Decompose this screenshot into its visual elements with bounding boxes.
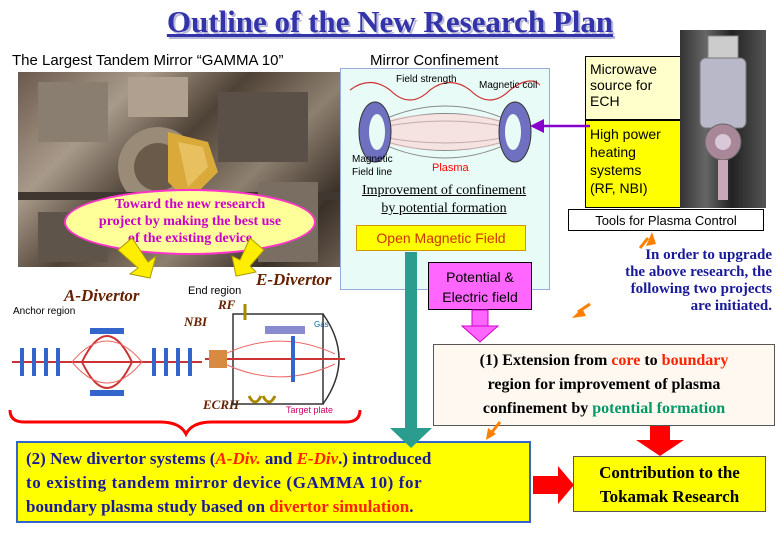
heating-line-1: High power [590,126,661,142]
project1-line-3: confinement by potential formation [442,397,766,421]
ech-source-photo [680,30,766,208]
anchor-region-label: Anchor region [13,306,76,317]
heating-box: High power heating systems (RF, NBI) [585,120,691,208]
toward-line-3: of the existing device [127,231,253,246]
project2-line3-pre: boundary plasma study based on [26,497,270,516]
project2-e-div: E-Div [296,449,339,468]
improvement-line-2: by potential formation [381,201,507,216]
project2-box: (2) New divertor systems (A-Div. and E-D… [16,441,531,523]
potential-box: Potential & Electric field [428,262,532,310]
contribution-line-1: Contribution to the [599,463,740,482]
upgrade-line-3: following two projects [630,281,772,297]
toward-text: Toward the new research project by makin… [64,196,316,247]
mirror-field-lines-icon [349,80,541,163]
gamma10-caption: The Largest Tandem Mirror “GAMMA 10” [12,52,284,69]
microwave-line-2: source for [590,77,653,93]
rf-label: RF [218,297,236,312]
project1-line-1: (1) Extension from core to boundary [442,349,766,373]
toward-line-1: Toward the new research [114,197,266,212]
open-field-box: Open Magnetic Field [356,225,526,251]
project1-to: to [640,352,662,369]
label-field-strength: Field strength [396,74,457,85]
upgrade-text: In order to upgrade the above research, … [572,247,772,315]
red-down-arrow [636,426,684,456]
a-divertor-schematic [12,328,202,396]
a-divertor-label: A-Divertor [64,286,140,305]
potential-line-2: Electric field [442,289,518,305]
label-plasma: Plasma [432,162,469,174]
project1-potential-formation: potential formation [592,400,726,417]
orange-arrow-left [572,302,591,318]
heating-line-2: heating [590,144,636,160]
project2-and: and [260,449,297,468]
microwave-box: Microwave source for ECH [585,56,691,120]
heating-line-3: systems [590,162,642,178]
upgrade-line-2: the above research, the [625,264,772,280]
project1-line-2: region for improvement of plasma [487,376,721,393]
red-right-arrow [533,466,574,504]
mirror-caption: Mirror Confinement [370,52,499,69]
upgrade-line-1: In order to upgrade [645,247,772,263]
project1-line3-pre: confinement by [482,400,593,417]
project2-line-2: to existing tandem mirror device (GAMMA … [26,473,423,492]
project2-line-1: (2) New divertor systems (A-Div. and E-D… [26,447,521,471]
project1-boundary: boundary [661,352,729,369]
page-title: Outline of the New Research Plan [166,4,614,39]
project1-prefix: (1) Extension from [479,352,612,369]
orange-arrow-down [486,421,502,440]
project2-a-div: A-Div. [215,449,261,468]
target-plate-label: Target plate [286,405,334,415]
label-field-line-1: Magnetic [352,154,393,165]
orange-arrow-up [638,232,656,249]
project2-line-3: boundary plasma study based on divertor … [26,495,521,519]
project1-core: core [611,352,641,369]
project1-box: (1) Extension from core to boundary regi… [433,344,775,426]
microwave-line-1: Microwave [590,61,657,77]
contribution-box: Contribution to the Tokamak Research [573,456,766,512]
teal-arrow [390,252,432,448]
end-region-label: End region [188,285,242,297]
ecrh-label: ECRH [203,397,240,412]
e-divertor-schematic [205,304,345,405]
heating-line-4: (RF, NBI) [590,180,648,196]
upgrade-line-4: are initiated. [690,298,772,314]
potential-line-1: Potential & [446,269,514,285]
nbi-label: NBI [184,314,208,329]
project2-line1-post: .) introduced [338,449,432,468]
toward-ellipse [64,189,316,255]
label-magnetic-coil: Magnetic coil [479,80,538,91]
gas-label: Gas [314,320,329,329]
improvement-line-1: Improvement of confinement [361,183,527,198]
project2-line1-pre: (2) New divertor systems ( [26,449,216,468]
project2-line3-post: . [409,497,414,516]
contribution-line-2: Tokamak Research [599,487,740,506]
project2-divertor-sim: divertor simulation [269,497,410,516]
improvement-text: Improvement of confinement by potential … [344,182,544,218]
pink-arrow [460,309,500,343]
gamma10-photo [18,72,340,267]
label-field-line-2: Field line [352,167,393,178]
e-divertor-label: E-Divertor [256,270,332,289]
microwave-line-3: ECH [590,93,620,109]
magnetic-coil-icon [358,101,532,163]
tools-box: Tools for Plasma Control [568,209,764,231]
label-field-line: Magnetic Field line [352,153,393,179]
toward-line-2: project by making the best use [98,214,282,229]
